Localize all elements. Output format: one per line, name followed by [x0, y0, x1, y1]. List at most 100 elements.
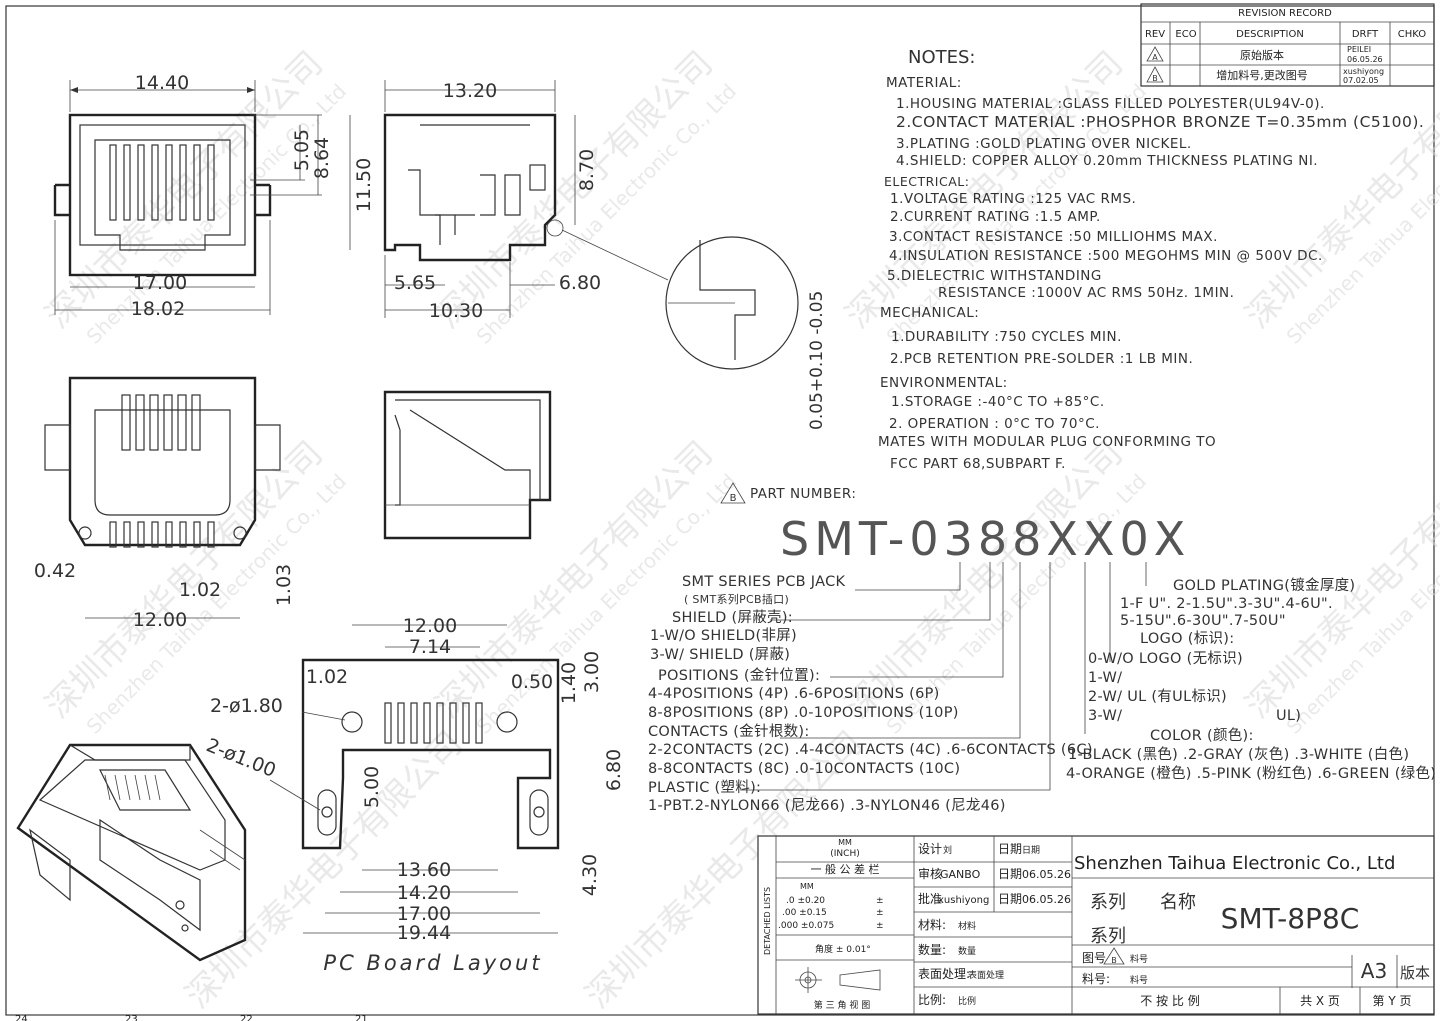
notes-material-header: MATERIAL:	[886, 75, 962, 91]
dim-12-00: 12.00	[133, 609, 187, 631]
rev-b-drafter: xushiyong	[1343, 67, 1384, 76]
watermark-en: Shenzhen Taihua Electronic Co., Ltd	[472, 79, 741, 348]
pn-color-header: COLOR (颜色):	[1150, 727, 1254, 744]
rev-a-triangle-icon	[1146, 46, 1164, 62]
pn-shield-3: 3-W/ SHIELD (屏蔽)	[650, 646, 790, 663]
tb-tol-1: .0 ±0.20	[786, 896, 825, 906]
projection-cone-icon	[839, 969, 881, 991]
bottom-view: 0.42 1.02 1.03 12.00	[34, 376, 295, 631]
tb-date-label-2: 日期	[998, 867, 1022, 881]
pn-color-1: 1-BLACK (黑色) .2-GRAY (灰色) .3-WHITE (白色)	[1068, 746, 1409, 763]
tb-scale-label: 比例:	[918, 993, 946, 1007]
rev-header: REV	[1145, 29, 1165, 40]
note-mates-2: FCC PART 68,SUBPART F.	[890, 456, 1066, 472]
tb-surface-label: 表面处理:	[918, 967, 970, 981]
pn-gold-header: GOLD PLATING(镀金厚度)	[1173, 577, 1355, 594]
dim-pcb-2-d1-00: 2-ø1.00	[203, 734, 279, 782]
dim-10-30: 10.30	[429, 300, 483, 322]
tb-date-label-1: 日期	[998, 842, 1022, 856]
dim-pcb-1-40: 1.40	[558, 662, 580, 704]
dim-11-50: 11.50	[353, 158, 375, 212]
tb-qty-label: 数量:	[918, 942, 946, 957]
dim-pcb-17-00: 17.00	[397, 903, 451, 925]
tb-part-no-label: 料号:	[1082, 972, 1110, 986]
note-electrical-2: 2.CURRENT RATING :1.5 AMP.	[890, 209, 1101, 225]
tb-scale-value: 比例	[958, 995, 976, 1007]
tb-date-approve: 06.05.26	[1022, 893, 1071, 906]
note-electrical-1: 1.VOLTAGE RATING :125 VAC RMS.	[890, 191, 1136, 207]
pn-gold-2: 5-15U".6-30U".7-50U"	[1120, 613, 1286, 629]
rev-b-marker: B	[1152, 74, 1158, 83]
pn-logo-1: 1-W/	[1088, 670, 1122, 686]
isometric-view	[16, 743, 247, 962]
dim-13-20: 13.20	[443, 80, 497, 102]
watermark-en: Shenzhen Taihua Electronic Co., Ltd	[82, 79, 351, 348]
revision-block: REVISION RECORD REV ECO DESCRIPTION DRFT…	[1140, 3, 1435, 87]
dim-5-65: 5.65	[394, 272, 436, 294]
tb-total-pages: 共 X 页	[1300, 994, 1340, 1008]
tb-tol-3: .000 ±0.075	[778, 921, 834, 931]
tb-date-value-1: 日期	[1022, 845, 1040, 856]
notes-environmental-header: ENVIRONMENTAL:	[880, 375, 1008, 391]
tb-part-name: SMT-8P8C	[1221, 902, 1360, 935]
rev-b-date: 07.02.05	[1343, 76, 1379, 85]
tb-name-label: 名称	[1160, 892, 1196, 913]
dim-pcb-1-02: 1.02	[306, 666, 348, 688]
notes-title: NOTES:	[908, 47, 976, 68]
dim-1-02: 1.02	[179, 579, 221, 601]
pn-logo-3: 3-W/	[1088, 708, 1122, 724]
note-electrical-3: 3.CONTACT RESISTANCE :50 MILLIOHMS MAX.	[889, 229, 1218, 245]
tb-series: 系列	[1090, 892, 1126, 913]
pn-plastic-1: 1-PBT.2-NYLON66 (尼龙66) .3-NYLON46 (尼龙46)	[648, 797, 1006, 814]
tb-detached: DETACHED LISTS	[763, 887, 772, 955]
dim-17-00: 17.00	[133, 272, 187, 294]
side-view: 13.20 11.50 8.70 5.65 6.80 10.30	[349, 80, 601, 322]
part-number-label: PART NUMBER:	[750, 486, 856, 502]
rev-b-triangle-icon	[1146, 66, 1164, 83]
tb-approve-value: xushiyong	[938, 895, 989, 906]
drft-header: DRFT	[1352, 29, 1379, 40]
notes-block: NOTES: MATERIAL: 1.HOUSING MATERIAL :GLA…	[878, 47, 1424, 472]
tb-tol-2: .00 ±0.15	[782, 908, 827, 918]
border-number: 23	[125, 1014, 138, 1021]
eco-header: ECO	[1175, 29, 1196, 40]
tb-unit-mm: MM	[838, 838, 852, 847]
tb-part-no-value: 料号	[1130, 974, 1148, 986]
dim-0-42: 0.42	[34, 560, 76, 582]
note-environmental-2: 2. OPERATION : 0°C TO 70°C.	[889, 416, 1100, 432]
note-electrical-5: 5.DIELECTRIC WITHSTANDING	[887, 268, 1102, 284]
border-number: 21	[355, 1014, 368, 1021]
dim-8-70: 8.70	[576, 149, 598, 191]
pn-contacts-2: 8-8CONTACTS (8C) .0-10CONTACTS (10C)	[648, 761, 960, 777]
tb-tol-mm: MM	[800, 882, 814, 891]
description-header: DESCRIPTION	[1236, 29, 1304, 40]
note-material-1: 1.HOUSING MATERIAL :GLASS FILLED POLYEST…	[896, 96, 1325, 112]
tb-approve-label: 批准	[918, 891, 942, 906]
pn-color-2: 4-ORANGE (橙色) .5-PINK (粉红色) .6-GREEN (绿色…	[1066, 765, 1436, 782]
dim-14-40: 14.40	[135, 72, 189, 94]
pn-plastic-header: PLASTIC (塑料):	[648, 779, 761, 796]
note-material-4: 4.SHIELD: COPPER ALLOY 0.20mm THICKNESS …	[896, 153, 1318, 169]
pn-logo-header: LOGO (标识):	[1140, 630, 1234, 647]
dim-pcb-2-d1-80: 2-ø1.80	[210, 695, 283, 717]
pn-contacts-1: 2-2CONTACTS (2C) .4-4CONTACTS (4C) .6-6C…	[648, 742, 1093, 758]
dim-pcb-4-30: 4.30	[579, 854, 601, 896]
tb-qty-value: 数量	[958, 945, 976, 957]
tb-no-scale: 不 按 比 例	[1140, 994, 1199, 1008]
dim-18-02: 18.02	[131, 298, 185, 320]
detail-view: 0.05+0.10 -0.05	[561, 229, 827, 430]
pn-series: SMT SERIES PCB JACK	[682, 574, 846, 590]
dim-pcb-14-20: 14.20	[397, 882, 451, 904]
note-environmental-1: 1.STORAGE :-40°C TO +85°C.	[891, 394, 1105, 410]
part-number-rev-marker: B	[730, 493, 737, 504]
part-number-block: B PART NUMBER: SMT-0388XX0X SMT SERIES P…	[648, 482, 1436, 814]
front-view: 14.40 5.05 8.64 17.00 18.02	[53, 72, 333, 320]
note-material-2: 2.CONTACT MATERIAL :PHOSPHOR BRONZE T=0.…	[896, 113, 1424, 131]
note-mechanical-1: 1.DURABILITY :750 CYCLES MIN.	[891, 329, 1122, 345]
dim-pcb-0-50: 0.50	[511, 671, 553, 693]
rev-b-description: 增加料号,更改图号	[1216, 68, 1308, 82]
dim-5-05: 5.05	[291, 129, 313, 171]
dim-pcb-6-80: 6.80	[603, 749, 625, 791]
tb-material-value: 材料	[958, 920, 976, 932]
dim-pcb-13-60: 13.60	[397, 859, 451, 881]
